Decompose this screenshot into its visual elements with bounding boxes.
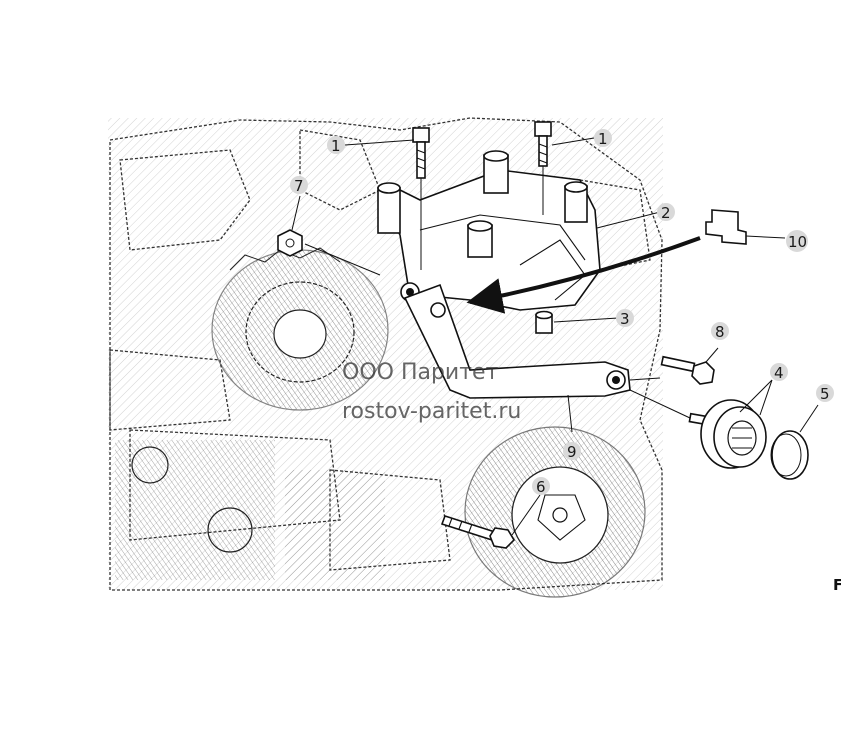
callout-7: 7 (294, 177, 304, 195)
watermark: ООО Паритет rostov-paritet.ru (342, 360, 521, 424)
tensioner-arm (403, 283, 631, 399)
watermark-website: rostov-paritet.ru (342, 399, 521, 424)
installation-arrow (466, 236, 701, 314)
callout-2: 2 (661, 204, 671, 222)
spacer-bush (535, 310, 553, 334)
callout-9: 9 (567, 443, 577, 461)
retaining-clip (705, 209, 747, 245)
mounting-bracket (377, 150, 601, 311)
crankshaft-pulley (464, 426, 646, 598)
nut (277, 229, 303, 257)
leader-lines (291, 137, 819, 536)
edge-figure-mark: F (833, 576, 841, 594)
lower-engine-components (115, 440, 385, 580)
alternator-assembly (211, 247, 389, 411)
watermark-company: ООО Паритет (342, 360, 499, 385)
idler-pulley (688, 399, 767, 469)
dust-cap (770, 430, 809, 480)
callout-8: 8 (715, 323, 725, 341)
bolt-right (534, 121, 552, 167)
callout-5: 5 (820, 385, 830, 403)
callout-1b: 1 (598, 130, 608, 148)
callout-3: 3 (620, 310, 630, 328)
callout-6: 6 (536, 478, 546, 496)
callout-1a: 1 (331, 137, 341, 155)
tensioner-bolt (660, 355, 715, 385)
long-bolt (440, 515, 516, 549)
callout-10: 10 (788, 233, 807, 251)
callout-labels: 1 1 2 3 4 5 6 7 8 9 10 (290, 129, 834, 496)
callout-4: 4 (774, 364, 784, 382)
